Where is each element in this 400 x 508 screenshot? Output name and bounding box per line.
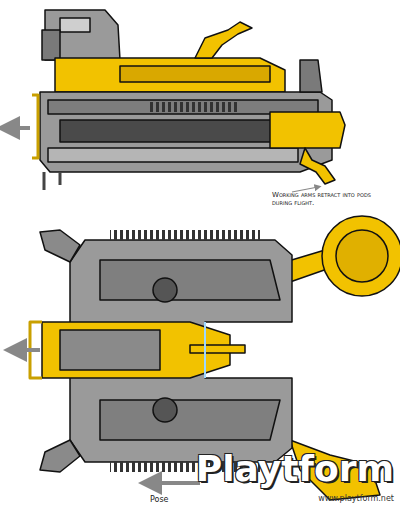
top-view (30, 216, 400, 500)
direction-arrow (150, 481, 200, 485)
watermark-url: www.playtform.net (318, 494, 394, 503)
cut-off-label: Pose (150, 495, 169, 504)
watermark: Playtform (196, 448, 394, 489)
direction-arrow (15, 348, 40, 352)
callout-note: Working arms retract into pods during fl… (272, 191, 372, 207)
side-view (32, 10, 345, 190)
direction-arrow (8, 126, 30, 130)
